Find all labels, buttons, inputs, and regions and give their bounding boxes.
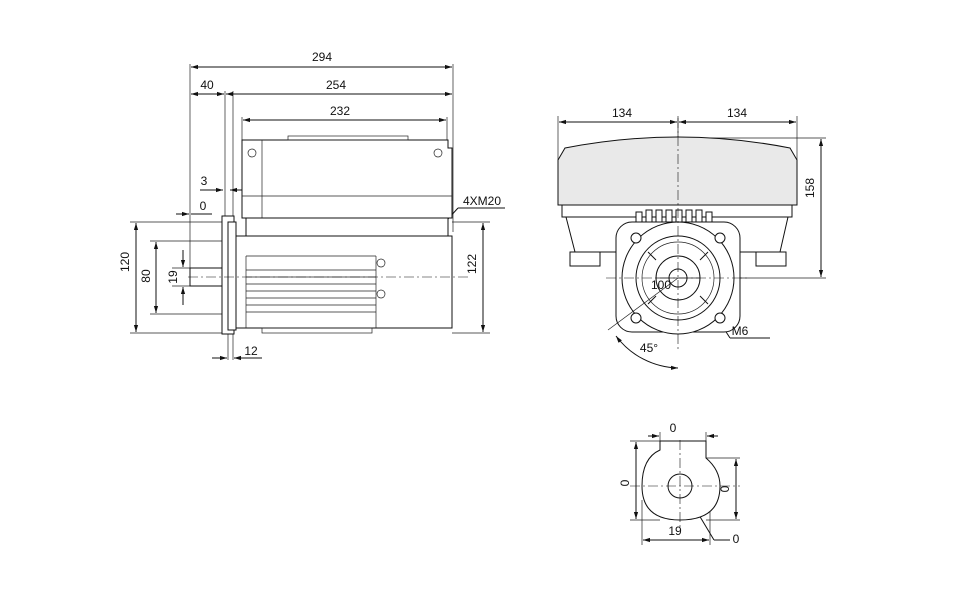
shaft-end-view: 0 0 0 19 0: [618, 421, 740, 546]
side-view: 294 40 254 232 3 0 120 80 19 122 12 4XM2…: [118, 50, 505, 361]
dim-box-height: 158: [803, 178, 817, 198]
front-fins: [635, 209, 713, 225]
stator-housing: [235, 235, 453, 329]
side-dimension-labels: 294 40 254 232 3 0 120 80 19 122 12 4XM2…: [118, 50, 501, 358]
dim-flange-gap: 3: [201, 174, 208, 188]
dim-angle: 45°: [640, 341, 658, 355]
bolt-hole: [714, 312, 726, 324]
dim-key-width: 0: [670, 421, 677, 435]
front-dimension-labels: 134 134 158 100 M6 45°: [612, 106, 817, 355]
dim-half-width-left: 134: [612, 106, 632, 120]
bolt-hole: [630, 312, 642, 324]
dim-motor-length: 254: [326, 78, 346, 92]
terminal-box: [241, 139, 453, 219]
front-view: 134 134 158 100 M6 45°: [557, 106, 826, 370]
dim-pcd: 100: [651, 278, 671, 292]
dim-half-width-right: 134: [727, 106, 747, 120]
dim-shaft-center: 0: [733, 532, 740, 546]
bolt-hole: [630, 232, 642, 244]
dim-flange-height: 120: [118, 252, 132, 272]
dim-flange-thickness: 12: [244, 344, 258, 358]
dim-box-length: 232: [330, 104, 350, 118]
bolt-hole: [714, 232, 726, 244]
terminal-box-front: [557, 136, 798, 206]
dim-overall-length: 294: [312, 50, 332, 64]
shaft-end-body: [630, 440, 740, 530]
motor-side-body: [188, 135, 470, 335]
label-cable-entries: 4XM20: [463, 194, 501, 208]
shaft-end-dimension-labels: 0 0 0 19 0: [618, 421, 740, 546]
dim-shaft-start: 0: [200, 199, 207, 213]
dim-shaft-dia: 19: [166, 270, 180, 284]
motor-front-body: [557, 118, 798, 370]
dim-face-height: 0: [718, 485, 732, 492]
dim-center-height: 122: [465, 254, 479, 274]
dim-key-height: 0: [618, 479, 632, 486]
side-extension-lines: [130, 64, 490, 360]
shaft-end-extension-lines: [630, 432, 740, 545]
dim-shaft-end-dia: 19: [668, 524, 682, 538]
dim-shaft-extension: 40: [200, 78, 214, 92]
label-thread: M6: [732, 324, 749, 338]
dim-spigot-dia: 80: [139, 269, 153, 283]
